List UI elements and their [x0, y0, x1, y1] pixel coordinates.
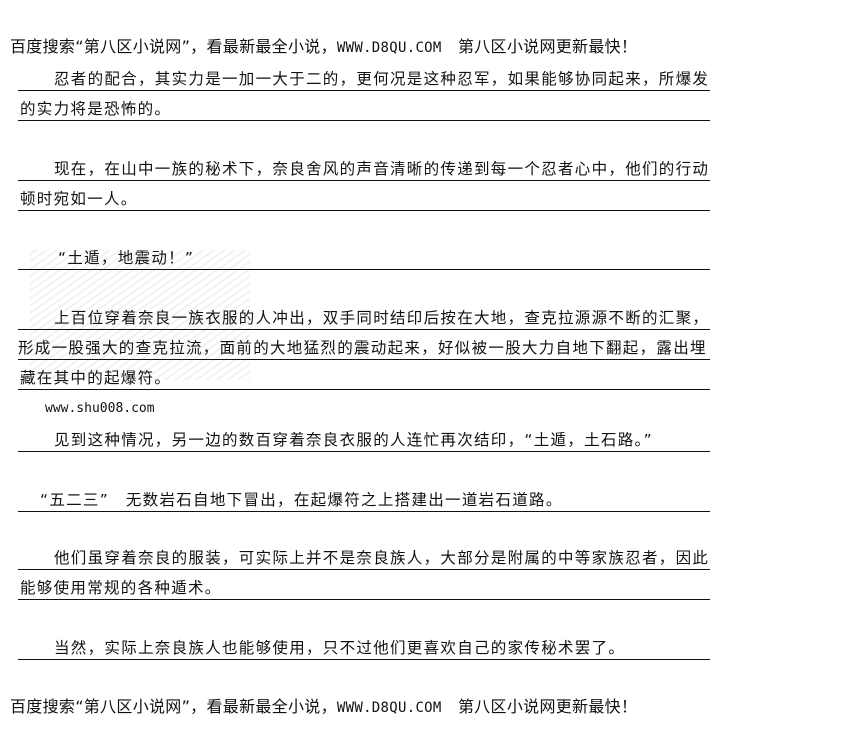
- banner-url[interactable]: WWW.D8QU.COM: [336, 700, 442, 716]
- banner-suffix: 第八区小说网更新最快！: [441, 697, 638, 716]
- banner-url[interactable]: WWW.D8QU.COM: [336, 40, 442, 56]
- text-line: 藏在其中的起爆符。: [18, 367, 710, 390]
- line-text: 上百位穿着奈良一族衣服的人冲出，双手同时结印后按在大地，查克拉源源不断的汇聚，: [54, 309, 710, 327]
- banner-prefix: 百度搜索“第八区小说网”，看最新最全小说，: [10, 697, 337, 716]
- text-line: 能够使用常规的各种遁术。: [18, 577, 710, 600]
- bottom-banner: 百度搜索“第八区小说网”，看最新最全小说，WWW.D8QU.COM 第八区小说网…: [10, 693, 637, 717]
- line-text: 当然，实际上奈良族人也能够使用，只不过他们更喜欢自己的家传秘术罢了。: [54, 639, 626, 657]
- line-text: 形成一股强大的查克拉流，面前的大地猛烈的震动起来，好似被一股大力自地下翻起，露出…: [18, 339, 707, 357]
- line-text: 的实力将是恐怖的。: [20, 100, 172, 118]
- line-text: “五二三” 无数岩石自地下冒出，在起爆符之上搭建出一道岩石道路。: [40, 491, 563, 509]
- text-line: “五二三” 无数岩石自地下冒出，在起爆符之上搭建出一道岩石道路。: [18, 489, 710, 512]
- line-text: 见到这种情况，另一边的数百穿着奈良衣服的人连忙再次结印，“土遁，土石路。”: [54, 431, 653, 449]
- line-text: “土遁，地震动！”: [58, 249, 195, 267]
- text-line: 的实力将是恐怖的。: [18, 98, 710, 121]
- text-line: 见到这种情况，另一边的数百穿着奈良衣服的人连忙再次结印，“土遁，土石路。”: [18, 429, 710, 452]
- line-text: 现在，在山中一族的秘术下，奈良舍风的声音清晰的传递到每一个忍者心中，他们的行动: [54, 160, 710, 178]
- text-line: 顿时宛如一人。: [18, 188, 710, 211]
- top-banner: 百度搜索“第八区小说网”，看最新最全小说，WWW.D8QU.COM 第八区小说网…: [10, 33, 637, 57]
- text-line: 当然，实际上奈良族人也能够使用，只不过他们更喜欢自己的家传秘术罢了。: [18, 637, 710, 660]
- text-line: 形成一股强大的查克拉流，面前的大地猛烈的震动起来，好似被一股大力自地下翻起，露出…: [18, 337, 710, 360]
- line-text: 能够使用常规的各种遁术。: [20, 579, 222, 597]
- line-text: 忍者的配合，其实力是一加一大于二的，更何况是这种忍军，如果能够协同起来，所爆发: [54, 70, 710, 88]
- line-text: 藏在其中的起爆符。: [20, 369, 172, 387]
- text-line: 忍者的配合，其实力是一加一大于二的，更何况是这种忍军，如果能够协同起来，所爆发: [18, 68, 710, 91]
- text-line: 上百位穿着奈良一族衣服的人冲出，双手同时结印后按在大地，查克拉源源不断的汇聚，: [18, 307, 710, 330]
- banner-suffix: 第八区小说网更新最快！: [441, 37, 638, 56]
- banner-prefix: 百度搜索“第八区小说网”，看最新最全小说，: [10, 37, 337, 56]
- text-line: 他们虽穿着奈良的服装，可实际上并不是奈良族人，大部分是附属的中等家族忍者，因此: [18, 547, 710, 570]
- line-text: 顿时宛如一人。: [20, 190, 138, 208]
- text-line: “土遁，地震动！”: [18, 247, 710, 270]
- line-text: 他们虽穿着奈良的服装，可实际上并不是奈良族人，大部分是附属的中等家族忍者，因此: [54, 549, 710, 567]
- site-note: www.shu008.com: [45, 401, 155, 416]
- text-line: 现在，在山中一族的秘术下，奈良舍风的声音清晰的传递到每一个忍者心中，他们的行动: [18, 158, 710, 181]
